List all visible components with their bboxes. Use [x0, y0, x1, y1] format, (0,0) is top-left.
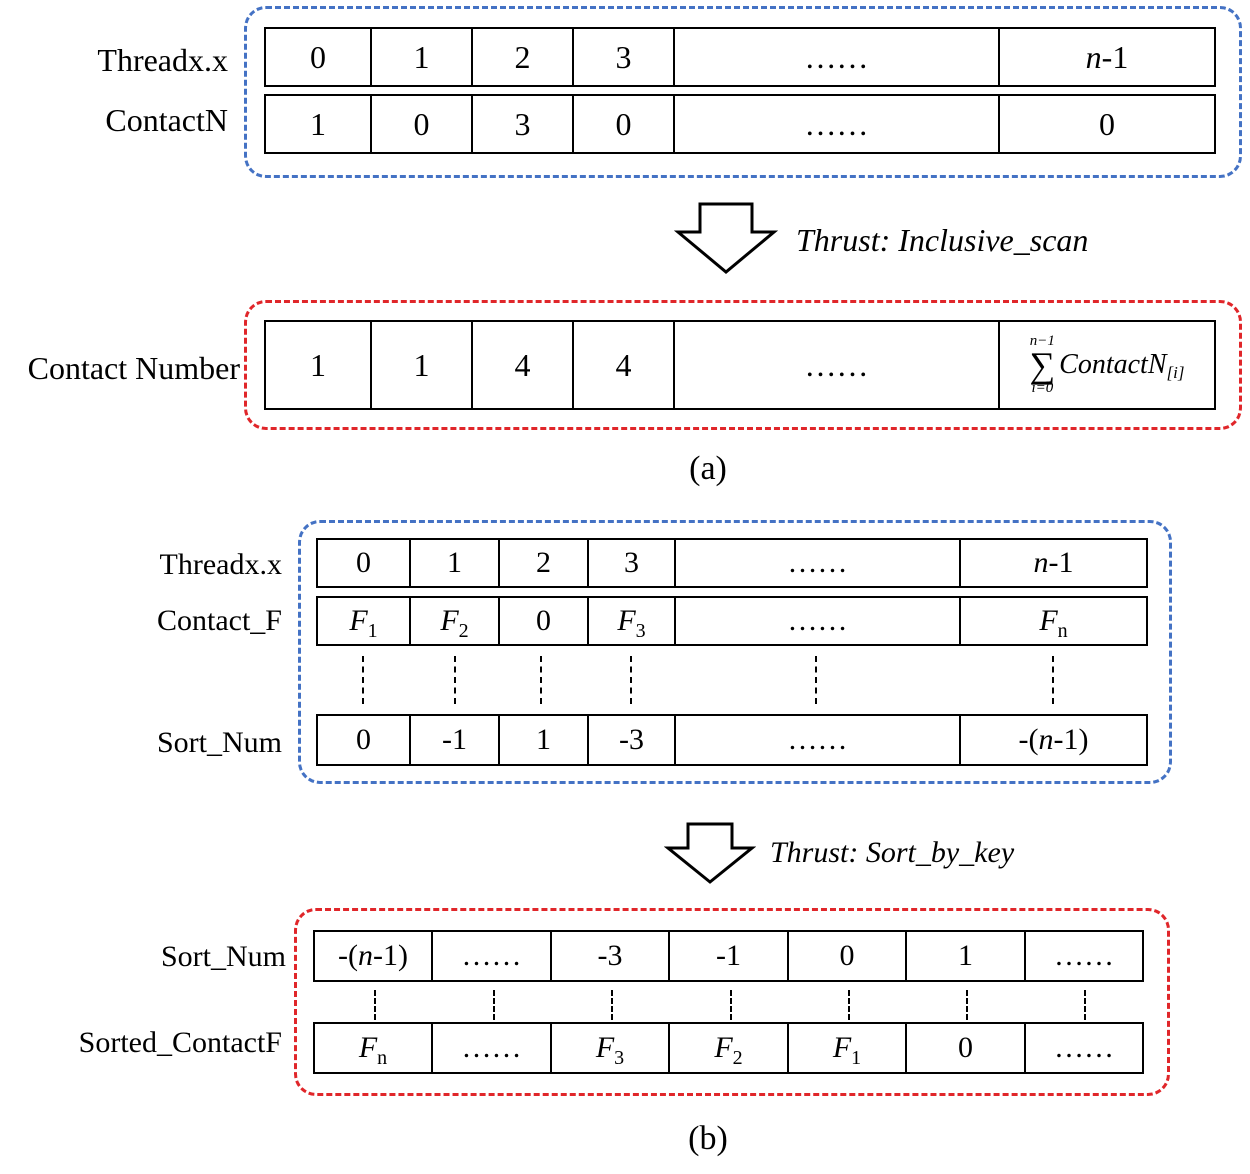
cell: ……	[675, 29, 1000, 85]
cell: 2	[473, 29, 574, 85]
input-group-a	[244, 6, 1242, 178]
threadx-row-b: 0 1 2 3 …… n-1	[316, 538, 1148, 588]
cell: ……	[676, 716, 961, 764]
caption-a: (a)	[689, 450, 727, 487]
cell: 0	[907, 1024, 1026, 1072]
cell: 3	[473, 96, 574, 152]
label-sorted-contactf: Sorted_ContactF	[78, 1026, 282, 1059]
sum-index: [i]	[1166, 362, 1185, 382]
cell: 1	[372, 322, 473, 408]
cell: ……	[675, 322, 1000, 408]
label-sort-num-sorted: Sort_Num	[160, 940, 286, 973]
cell: ……	[676, 598, 961, 644]
connector-line	[966, 990, 968, 1020]
cell: ……	[1054, 1031, 1114, 1064]
cell: 1	[266, 96, 372, 152]
cell: 1	[500, 716, 589, 764]
contact-number-row: 1 1 4 4 …… n−1 ∑ i=0 ContactN[i]	[264, 320, 1216, 410]
cell: ……	[1054, 939, 1114, 972]
label-contactn: ContactN	[105, 102, 228, 138]
connector-line	[630, 656, 632, 704]
cell: 0	[789, 932, 907, 980]
sorted-sort-num-row: -(n-1) …… -3 -1 0 1 ……	[313, 930, 1144, 982]
connector-line	[362, 656, 364, 704]
connector-line	[730, 990, 732, 1020]
sum-upper: n−1	[1029, 332, 1055, 349]
cell: -(n-1)	[315, 932, 433, 980]
label-contact-number: Contact Number	[27, 350, 240, 386]
cell: 1	[372, 29, 473, 85]
cell: ……	[433, 932, 552, 980]
cell: n-1	[1033, 546, 1074, 579]
cell: 4	[473, 322, 574, 408]
cell: -(n-1)	[1018, 723, 1089, 756]
label-threadx-a: Threadx.x	[97, 42, 228, 78]
connector-line	[1084, 990, 1086, 1020]
connector-line	[1052, 656, 1054, 704]
cell: 3	[589, 540, 676, 586]
sum-term: ContactN	[1059, 348, 1167, 380]
cell: 1	[411, 540, 500, 586]
cell: ……	[433, 1024, 552, 1072]
connector-line	[493, 990, 495, 1020]
cell: 0	[318, 540, 411, 586]
operation-sort-by-key: Thrust: Sort_by_key	[770, 836, 1015, 869]
connector-line	[815, 656, 817, 704]
down-arrow-icon	[674, 202, 778, 274]
sum-cell: n−1 ∑ i=0 ContactN[i]	[1000, 322, 1214, 408]
cell: 0	[500, 598, 589, 644]
cell: 0	[318, 716, 411, 764]
cell: 0	[1099, 105, 1115, 142]
cell: n-1	[1085, 38, 1129, 75]
label-contact-f: Contact_F	[157, 604, 282, 637]
cell: 2	[500, 540, 589, 586]
connector-line	[848, 990, 850, 1020]
cell: ……	[676, 540, 961, 586]
contactn-row: 1 0 3 0 …… 0	[264, 94, 1216, 154]
connector-line	[540, 656, 542, 704]
sigma-symbol: ∑	[1029, 344, 1056, 385]
threadx-row-a: 0 1 2 3 …… n-1	[264, 27, 1216, 87]
output-group-a	[244, 300, 1242, 430]
cell: 0	[574, 96, 675, 152]
down-arrow-icon	[664, 822, 756, 884]
connector-line	[454, 656, 456, 704]
cell: 0	[266, 29, 372, 85]
label-sort-num-b: Sort_Num	[156, 726, 282, 759]
cell: 1	[266, 322, 372, 408]
cell: -1	[411, 716, 500, 764]
caption-b: (b)	[688, 1120, 728, 1157]
cell: -3	[552, 932, 670, 980]
operation-inclusive-scan: Thrust: Inclusive_scan	[796, 222, 1089, 258]
cell: 4	[574, 322, 675, 408]
sum-lower: i=0	[1031, 380, 1054, 397]
sort-num-row: 0 -1 1 -3 …… -(n-1)	[316, 714, 1148, 766]
cell: ……	[675, 96, 1000, 152]
cell: 3	[574, 29, 675, 85]
cell: 1	[907, 932, 1026, 980]
label-threadx-b: Threadx.x	[159, 548, 282, 581]
output-group-b	[294, 908, 1170, 1096]
input-group-b	[298, 520, 1172, 784]
cell: -1	[670, 932, 789, 980]
cell: 0	[372, 96, 473, 152]
cell: -3	[589, 716, 676, 764]
connector-line	[374, 990, 376, 1020]
connector-line	[611, 990, 613, 1020]
